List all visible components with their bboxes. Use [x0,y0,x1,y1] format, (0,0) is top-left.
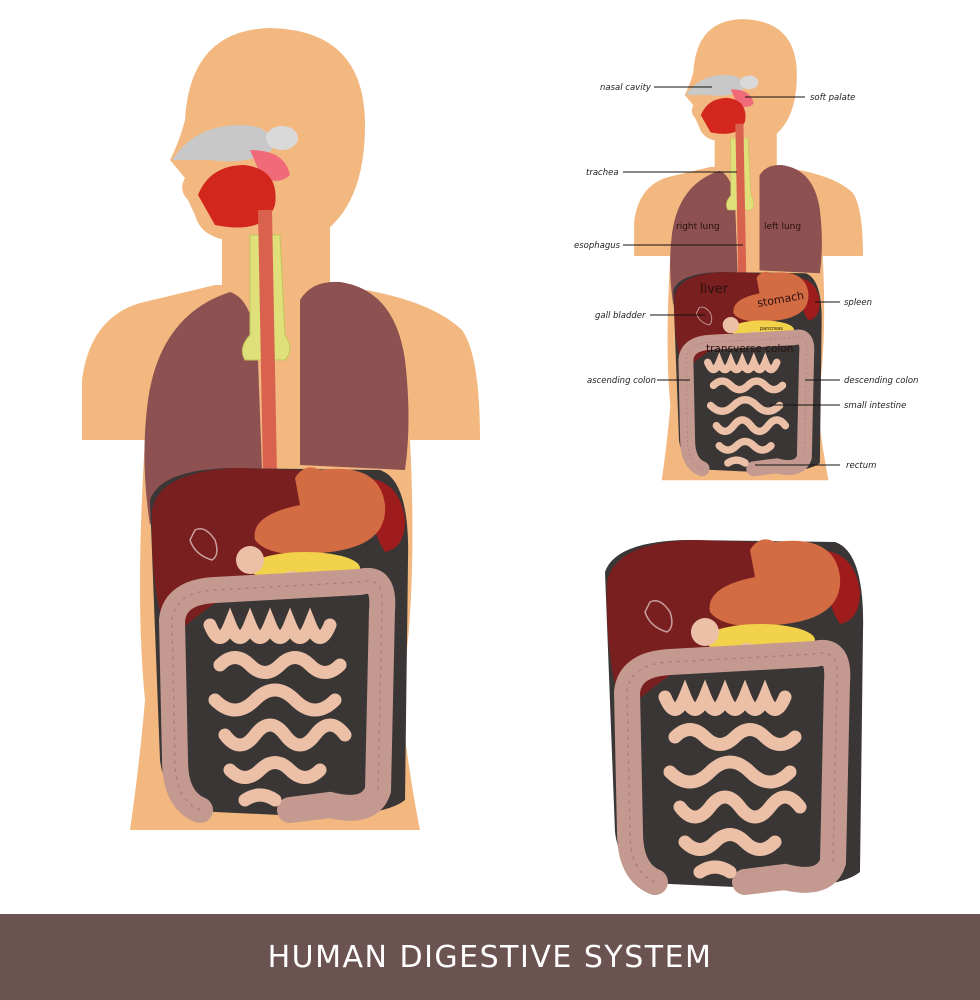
isolated-organs-figure [605,539,863,888]
label-gall-bladder: gall bladder [595,311,646,321]
organ-labels: right lung left lung liver stomach pancr… [676,222,805,355]
label-left-lung: left lung [764,222,801,232]
large-body-figure [82,28,480,830]
label-nasal-cavity: nasal cavity [600,83,652,93]
small-labeled-figure [634,19,863,480]
label-liver: liver [700,282,729,297]
label-right-lung: right lung [676,222,720,232]
label-trachea: trachea [586,168,619,178]
diagram-title: HUMAN DIGESTIVE SYSTEM [267,939,713,975]
title-banner: HUMAN DIGESTIVE SYSTEM [0,914,980,1000]
label-transverse-colon: transverse colon [706,343,793,355]
label-descending-colon: descending colon [844,376,918,386]
label-ascending-colon: ascending colon [587,376,656,386]
label-rectum: rectum [846,461,876,471]
callout-labels: nasal cavity soft palate trachea esophag… [574,83,918,471]
label-small-intestine: small intestine [844,401,906,411]
digestive-system-diagram: right lung left lung liver stomach pancr… [0,0,918,914]
label-soft-palate: soft palate [810,93,855,103]
label-esophagus: esophagus [574,241,621,251]
label-spleen: spleen [844,298,872,308]
label-pancreas: pancreas [760,326,783,332]
